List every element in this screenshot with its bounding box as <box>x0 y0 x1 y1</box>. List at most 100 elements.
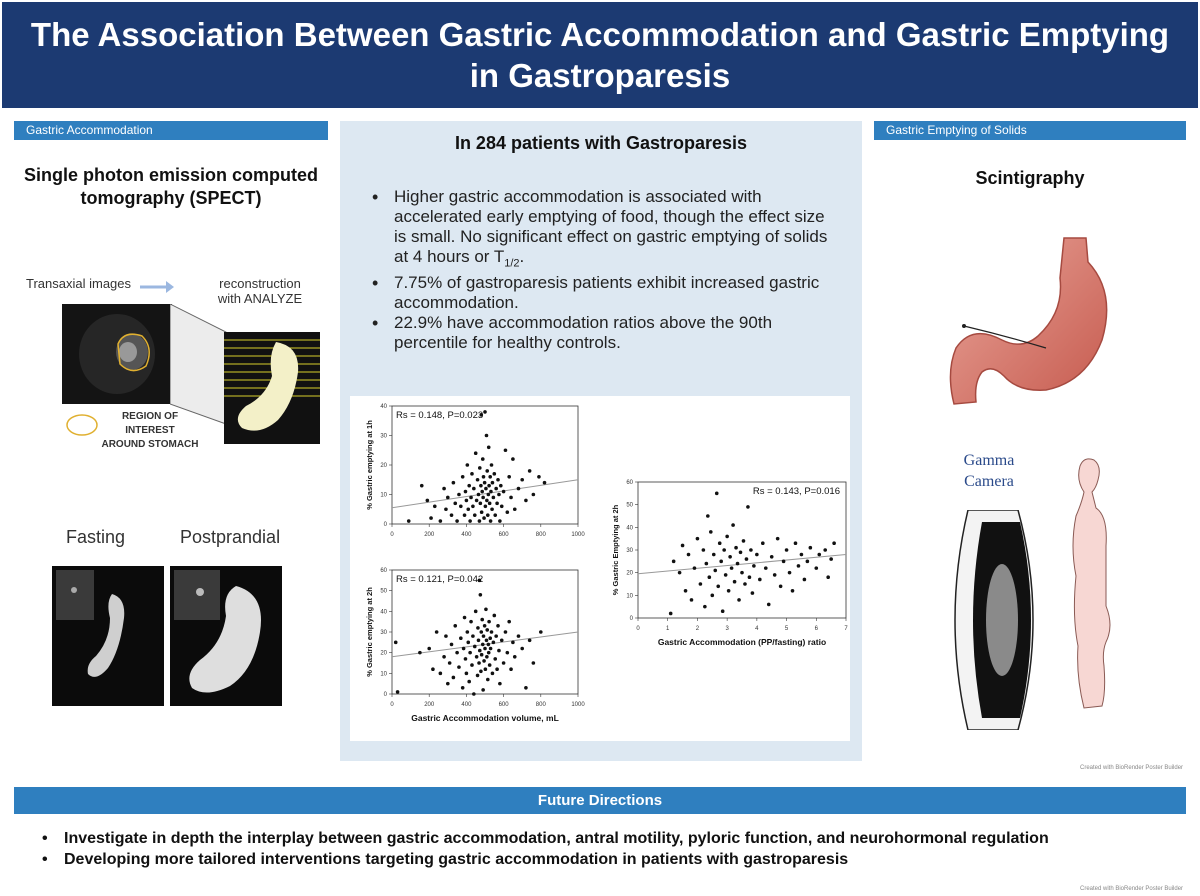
data-point <box>492 613 497 618</box>
x-tick-label: 5 <box>785 626 789 632</box>
data-point <box>474 655 479 659</box>
x-tick-label: 1 <box>666 626 670 632</box>
y-tick-label: 60 <box>626 480 633 486</box>
data-point <box>793 541 798 545</box>
data-point <box>728 555 732 559</box>
data-point <box>509 667 513 671</box>
section-header-gastric-emptying: Gastric Emptying of Solids <box>874 121 1186 140</box>
section-header-future-directions: Future Directions <box>14 787 1186 814</box>
y-tick-label: 40 <box>380 609 387 615</box>
data-point <box>481 495 485 500</box>
data-point <box>472 486 476 491</box>
data-point <box>472 644 477 649</box>
data-point <box>442 655 446 659</box>
trend-line <box>637 554 847 575</box>
data-point <box>457 665 461 669</box>
data-point <box>492 472 497 476</box>
data-point <box>472 692 476 696</box>
data-point <box>499 504 504 509</box>
data-point <box>451 480 456 485</box>
data-point <box>542 480 547 485</box>
transaxial-label: Transaxial images <box>26 276 132 291</box>
data-point <box>484 638 489 643</box>
data-point <box>494 634 498 638</box>
zoom-connector <box>170 304 227 424</box>
data-point <box>451 675 456 680</box>
data-point <box>503 448 508 453</box>
data-point <box>480 617 485 622</box>
data-point <box>722 548 726 552</box>
data-point <box>488 646 493 651</box>
gamma-camera-label: Gamma Camera <box>963 452 1015 490</box>
data-point <box>755 552 759 557</box>
data-point <box>701 548 706 552</box>
data-point <box>703 604 707 609</box>
data-point <box>746 505 750 509</box>
data-point <box>737 598 741 602</box>
data-point <box>814 566 819 570</box>
spect-illustration: Transaxial images reconstruction with AN… <box>20 270 330 450</box>
y-tick-label: 40 <box>626 525 633 531</box>
y-tick-label: 30 <box>380 630 387 636</box>
data-point <box>486 445 491 450</box>
data-point <box>710 593 715 598</box>
data-point <box>480 489 485 494</box>
data-point <box>467 483 471 488</box>
data-point <box>483 646 487 651</box>
data-point <box>784 548 789 552</box>
data-point <box>459 504 463 509</box>
data-point <box>482 480 487 485</box>
data-point <box>466 640 471 645</box>
data-point <box>524 498 528 503</box>
data-point <box>507 619 511 624</box>
data-point <box>477 519 482 523</box>
data-point <box>461 646 466 651</box>
data-point <box>479 510 484 514</box>
data-point <box>711 552 716 557</box>
data-point <box>772 573 777 577</box>
data-point <box>520 477 524 482</box>
data-point <box>479 413 484 417</box>
data-point <box>671 559 676 564</box>
data-point <box>778 584 783 589</box>
data-point <box>447 661 452 665</box>
y-tick-label: 20 <box>380 463 387 469</box>
data-point <box>527 638 532 643</box>
data-point <box>516 634 521 638</box>
finding-item: 7.75% of gastroparesis patients exhibit … <box>366 273 836 313</box>
data-point <box>480 642 485 647</box>
data-point <box>429 516 433 520</box>
data-point <box>464 671 469 676</box>
data-point <box>473 451 478 455</box>
x-tick-label: 200 <box>424 702 435 708</box>
x-tick-label: 400 <box>461 702 472 708</box>
data-point <box>471 634 475 638</box>
data-point <box>832 541 836 545</box>
data-point <box>476 492 481 497</box>
arrow-right-icon <box>140 281 174 293</box>
data-point <box>491 495 496 500</box>
data-point <box>805 559 810 564</box>
data-point <box>455 650 459 655</box>
data-point <box>775 536 780 541</box>
future-item: Investigate in depth the interplay betwe… <box>40 828 1180 849</box>
spect-subtitle: Single photon emission computed tomograp… <box>23 165 318 208</box>
data-point <box>482 516 486 520</box>
data-point <box>493 513 498 517</box>
data-point <box>485 469 490 473</box>
data-point <box>520 646 524 651</box>
data-point <box>484 607 488 612</box>
data-point <box>457 492 461 497</box>
data-point <box>480 457 485 461</box>
data-point <box>462 615 467 620</box>
data-point <box>489 489 493 494</box>
data-point <box>431 667 435 671</box>
data-point <box>743 582 747 586</box>
data-point <box>686 552 691 557</box>
data-point <box>490 671 495 676</box>
data-point <box>499 483 503 488</box>
data-point <box>485 498 489 503</box>
y-tick-label: 30 <box>380 434 387 440</box>
data-point <box>823 548 827 552</box>
